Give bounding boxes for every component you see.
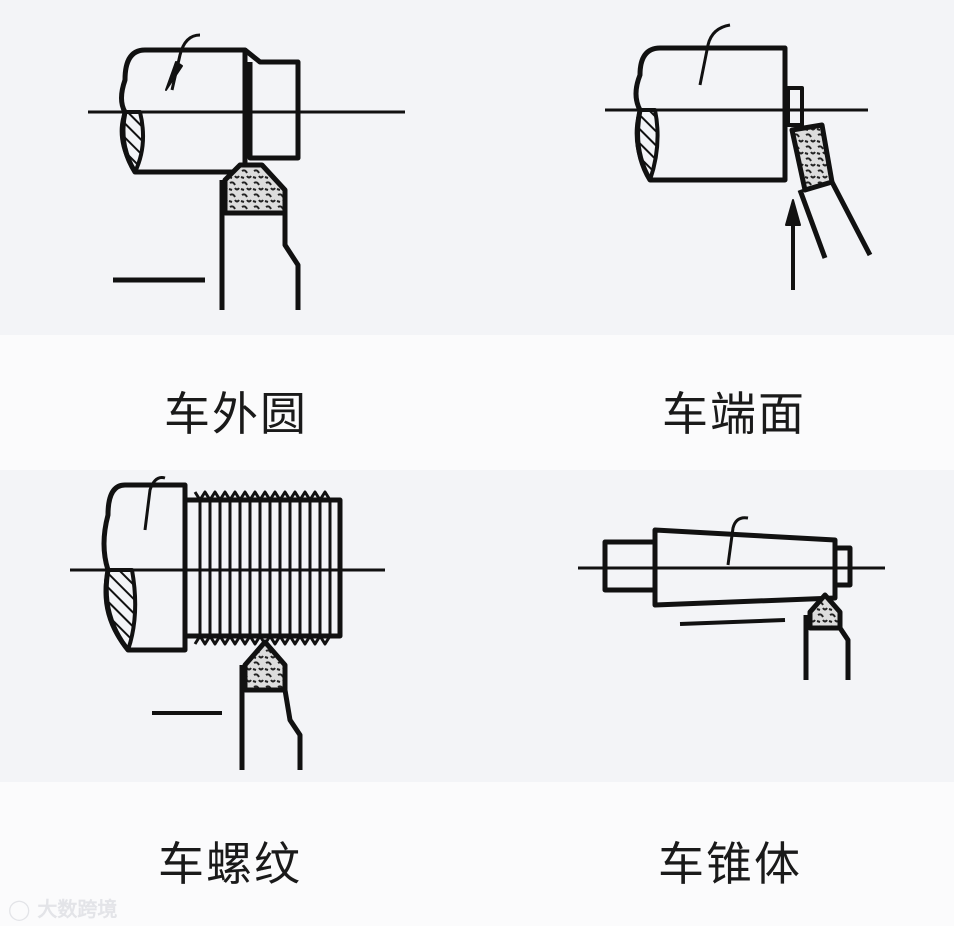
label-band-top <box>0 335 954 470</box>
label-outer-turning: 车外圆 <box>164 387 308 441</box>
drawing-outer-turning <box>88 33 405 310</box>
diagram-panel-bottom <box>0 470 954 782</box>
watermark-text: 大数跨境 <box>37 897 118 921</box>
drawing-taper-turning <box>578 516 885 680</box>
label-threading: 车螺纹 <box>158 837 302 891</box>
label-taper-turning: 车锥体 <box>658 837 802 891</box>
label-band-bottom <box>0 782 954 926</box>
label-facing: 车端面 <box>662 387 806 441</box>
drawing-threading <box>70 476 385 770</box>
drawing-facing <box>605 23 873 290</box>
watermark-logo: ◯ 大数跨境 <box>8 897 118 921</box>
